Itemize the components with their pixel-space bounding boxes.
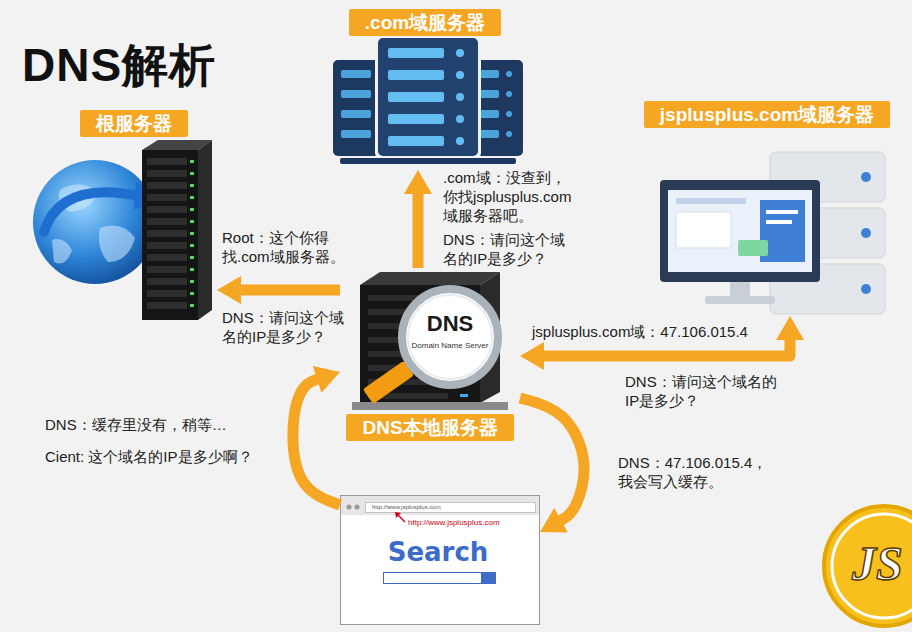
- logo-ring: [832, 514, 912, 618]
- com-server: .com域服务器: [330, 6, 526, 170]
- screen-line: [766, 210, 798, 214]
- screen-chip: [738, 240, 768, 256]
- monitor-neck: [730, 280, 750, 298]
- magnifier-glass: [402, 289, 498, 385]
- monitor-screen: [668, 190, 812, 272]
- root-server: 根服务器: [35, 106, 217, 322]
- domain-server: jsplusplus.com域服务器: [642, 98, 892, 316]
- rack-body: [378, 38, 478, 156]
- server-light: [861, 172, 871, 182]
- diagram-title: DNS解析: [22, 38, 216, 92]
- rack-slots: [378, 44, 478, 154]
- local-dns-server: DNS Domain Name ServerDNS本地服务器: [340, 268, 520, 444]
- browser-window: http://www.jsplusplus.com http://www.jspl…: [340, 495, 540, 625]
- browser-button: [347, 505, 352, 510]
- server-tag: 根服务器: [80, 110, 188, 137]
- pointer-head: [395, 512, 401, 518]
- glass-text: DNS: [427, 311, 473, 337]
- logo-text: JS: [852, 536, 903, 592]
- screen-line: [766, 220, 792, 224]
- server-tag: jsplusplus.com域服务器: [644, 101, 890, 128]
- message-label: DNS：请问这个域名的IP是多少？: [625, 372, 785, 410]
- reply-arrow: [520, 398, 584, 521]
- reply-note: jsplusplus.com域：47.106.015.4: [532, 322, 748, 341]
- message-label: Cient: 这个域名的IP是多少啊？: [45, 447, 253, 466]
- screen-card: [676, 212, 731, 248]
- search-logo: Search: [388, 537, 489, 567]
- globe-swoosh: [44, 192, 140, 232]
- search-button: [481, 573, 495, 583]
- server-base: [352, 402, 508, 410]
- rack-gap: [375, 35, 481, 159]
- globe: [33, 160, 157, 284]
- browser-button: [355, 505, 360, 510]
- address-text: http://www.jsplusplus.com: [372, 504, 441, 511]
- message-label: DNS：请问这个域名的IP是多少？: [443, 230, 573, 268]
- address-field: [366, 503, 536, 513]
- server-light: [861, 228, 871, 238]
- server-tag: .com域服务器: [349, 9, 501, 36]
- message-label: DNS：47.106.015.4，我会写入缓存。: [618, 453, 768, 491]
- url-text: http://www.jsplusplus.com: [408, 518, 500, 528]
- browser-frame: [341, 496, 540, 625]
- reply-note: .com域：没查到，你找jsplusplus.com域服务器吧。: [443, 168, 579, 225]
- screen-line: [676, 198, 746, 204]
- tower-side: [198, 140, 212, 320]
- magnifier-handle: [363, 361, 414, 404]
- rack-base: [340, 158, 516, 164]
- server-light: [861, 284, 871, 294]
- query-arrow: [413, 193, 424, 268]
- tower-body: [142, 150, 198, 320]
- query-arrow: [543, 339, 790, 356]
- server-tag: DNS本地服务器: [346, 414, 513, 441]
- request-arrow: [293, 379, 340, 505]
- monitor-frame: [660, 180, 820, 282]
- search-box: [384, 573, 496, 584]
- message-label: DNS：请问这个域名的IP是多少？: [222, 308, 352, 346]
- query-arrow: [240, 285, 340, 296]
- server-top: [360, 272, 500, 285]
- reply-note: Root：这个你得找.com域服务器。: [222, 228, 352, 266]
- browser-toolbar: [341, 496, 539, 515]
- status-note: DNS：缓存里没有，稍等…: [45, 415, 227, 434]
- glass-subtext: Domain Name Server: [412, 341, 489, 351]
- monitor-base: [705, 296, 775, 304]
- tower-slots: [142, 156, 198, 312]
- magnifier-ring: [408, 295, 492, 379]
- logo-disc: [824, 506, 912, 626]
